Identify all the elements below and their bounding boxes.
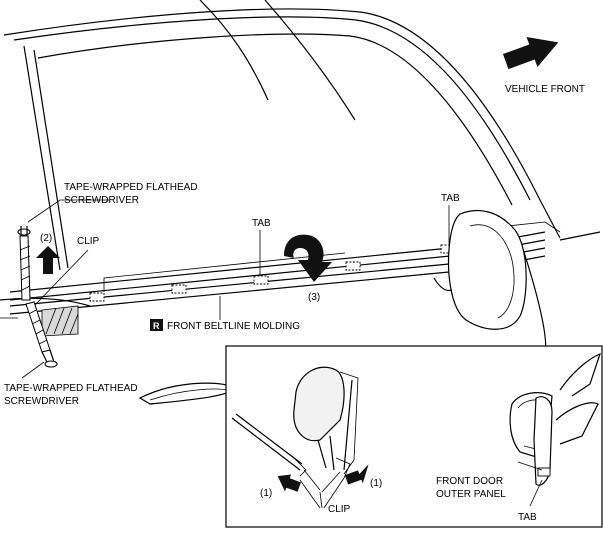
molding-tabs (89, 244, 454, 302)
leader-line (27, 199, 110, 223)
outer-panel-label-line2: OUTER PANEL (436, 489, 506, 500)
door-handle-recess (138, 382, 233, 405)
inset-molding-section (231, 366, 359, 493)
leader-line (21, 361, 45, 379)
outer-panel-label-line1: FRONT DOOR (436, 476, 503, 487)
screwdriver-top-label-line2: SCREWDRIVER (64, 195, 139, 206)
screwdriver-bottom (25, 301, 58, 368)
r-badge-letter: R (153, 321, 160, 331)
screwdriver-bottom-label-line1: TAPE-WRAPPED FLATHEAD (4, 383, 138, 394)
leader-line (529, 479, 543, 507)
tab-mark (253, 275, 269, 285)
inset-arrow-right-icon (277, 474, 301, 492)
r-badge (150, 319, 163, 331)
clip-top-label: CLIP (77, 236, 100, 247)
molding-label: FRONT BELTLINE MOLDING (167, 321, 300, 332)
side-mirror (433, 209, 527, 330)
vehicle-front-arrow-icon (502, 36, 559, 70)
screwdriver-top-label-line1: TAPE-WRAPPED FLATHEAD (64, 182, 198, 193)
molding-inner-line (103, 252, 346, 292)
tab-center-label: TAB (252, 218, 271, 229)
door-handle-inner (149, 388, 227, 401)
up-arrow-icon (36, 246, 60, 274)
leader-line (517, 461, 543, 471)
inset-tab-label: TAB (518, 512, 537, 523)
vehicle-front-label: VEHICLE FRONT (505, 84, 585, 95)
leader-line (33, 249, 89, 307)
inset-outer-panel (509, 352, 601, 486)
tab-mark (171, 284, 187, 294)
inset-step-1-right-label: (1) (370, 478, 382, 489)
step-2-label: (2) (40, 233, 52, 244)
leader-line (299, 477, 345, 509)
tab-mark (89, 292, 105, 302)
screwdriver-bottom-label-line2: SCREWDRIVER (4, 396, 79, 407)
screwdriver-top (17, 226, 31, 301)
hatched-pad (41, 305, 79, 337)
inset-clip-label: CLIP (328, 504, 351, 515)
tab-right-label: TAB (441, 193, 460, 204)
inset-step-1-left-label: (1) (260, 488, 272, 499)
door-outline (0, 0, 601, 353)
tab-mark (345, 261, 361, 271)
step-3-label: (3) (308, 292, 320, 303)
inset-arrow-left-icon (344, 464, 369, 485)
rotate-arrow-icon (284, 234, 332, 282)
